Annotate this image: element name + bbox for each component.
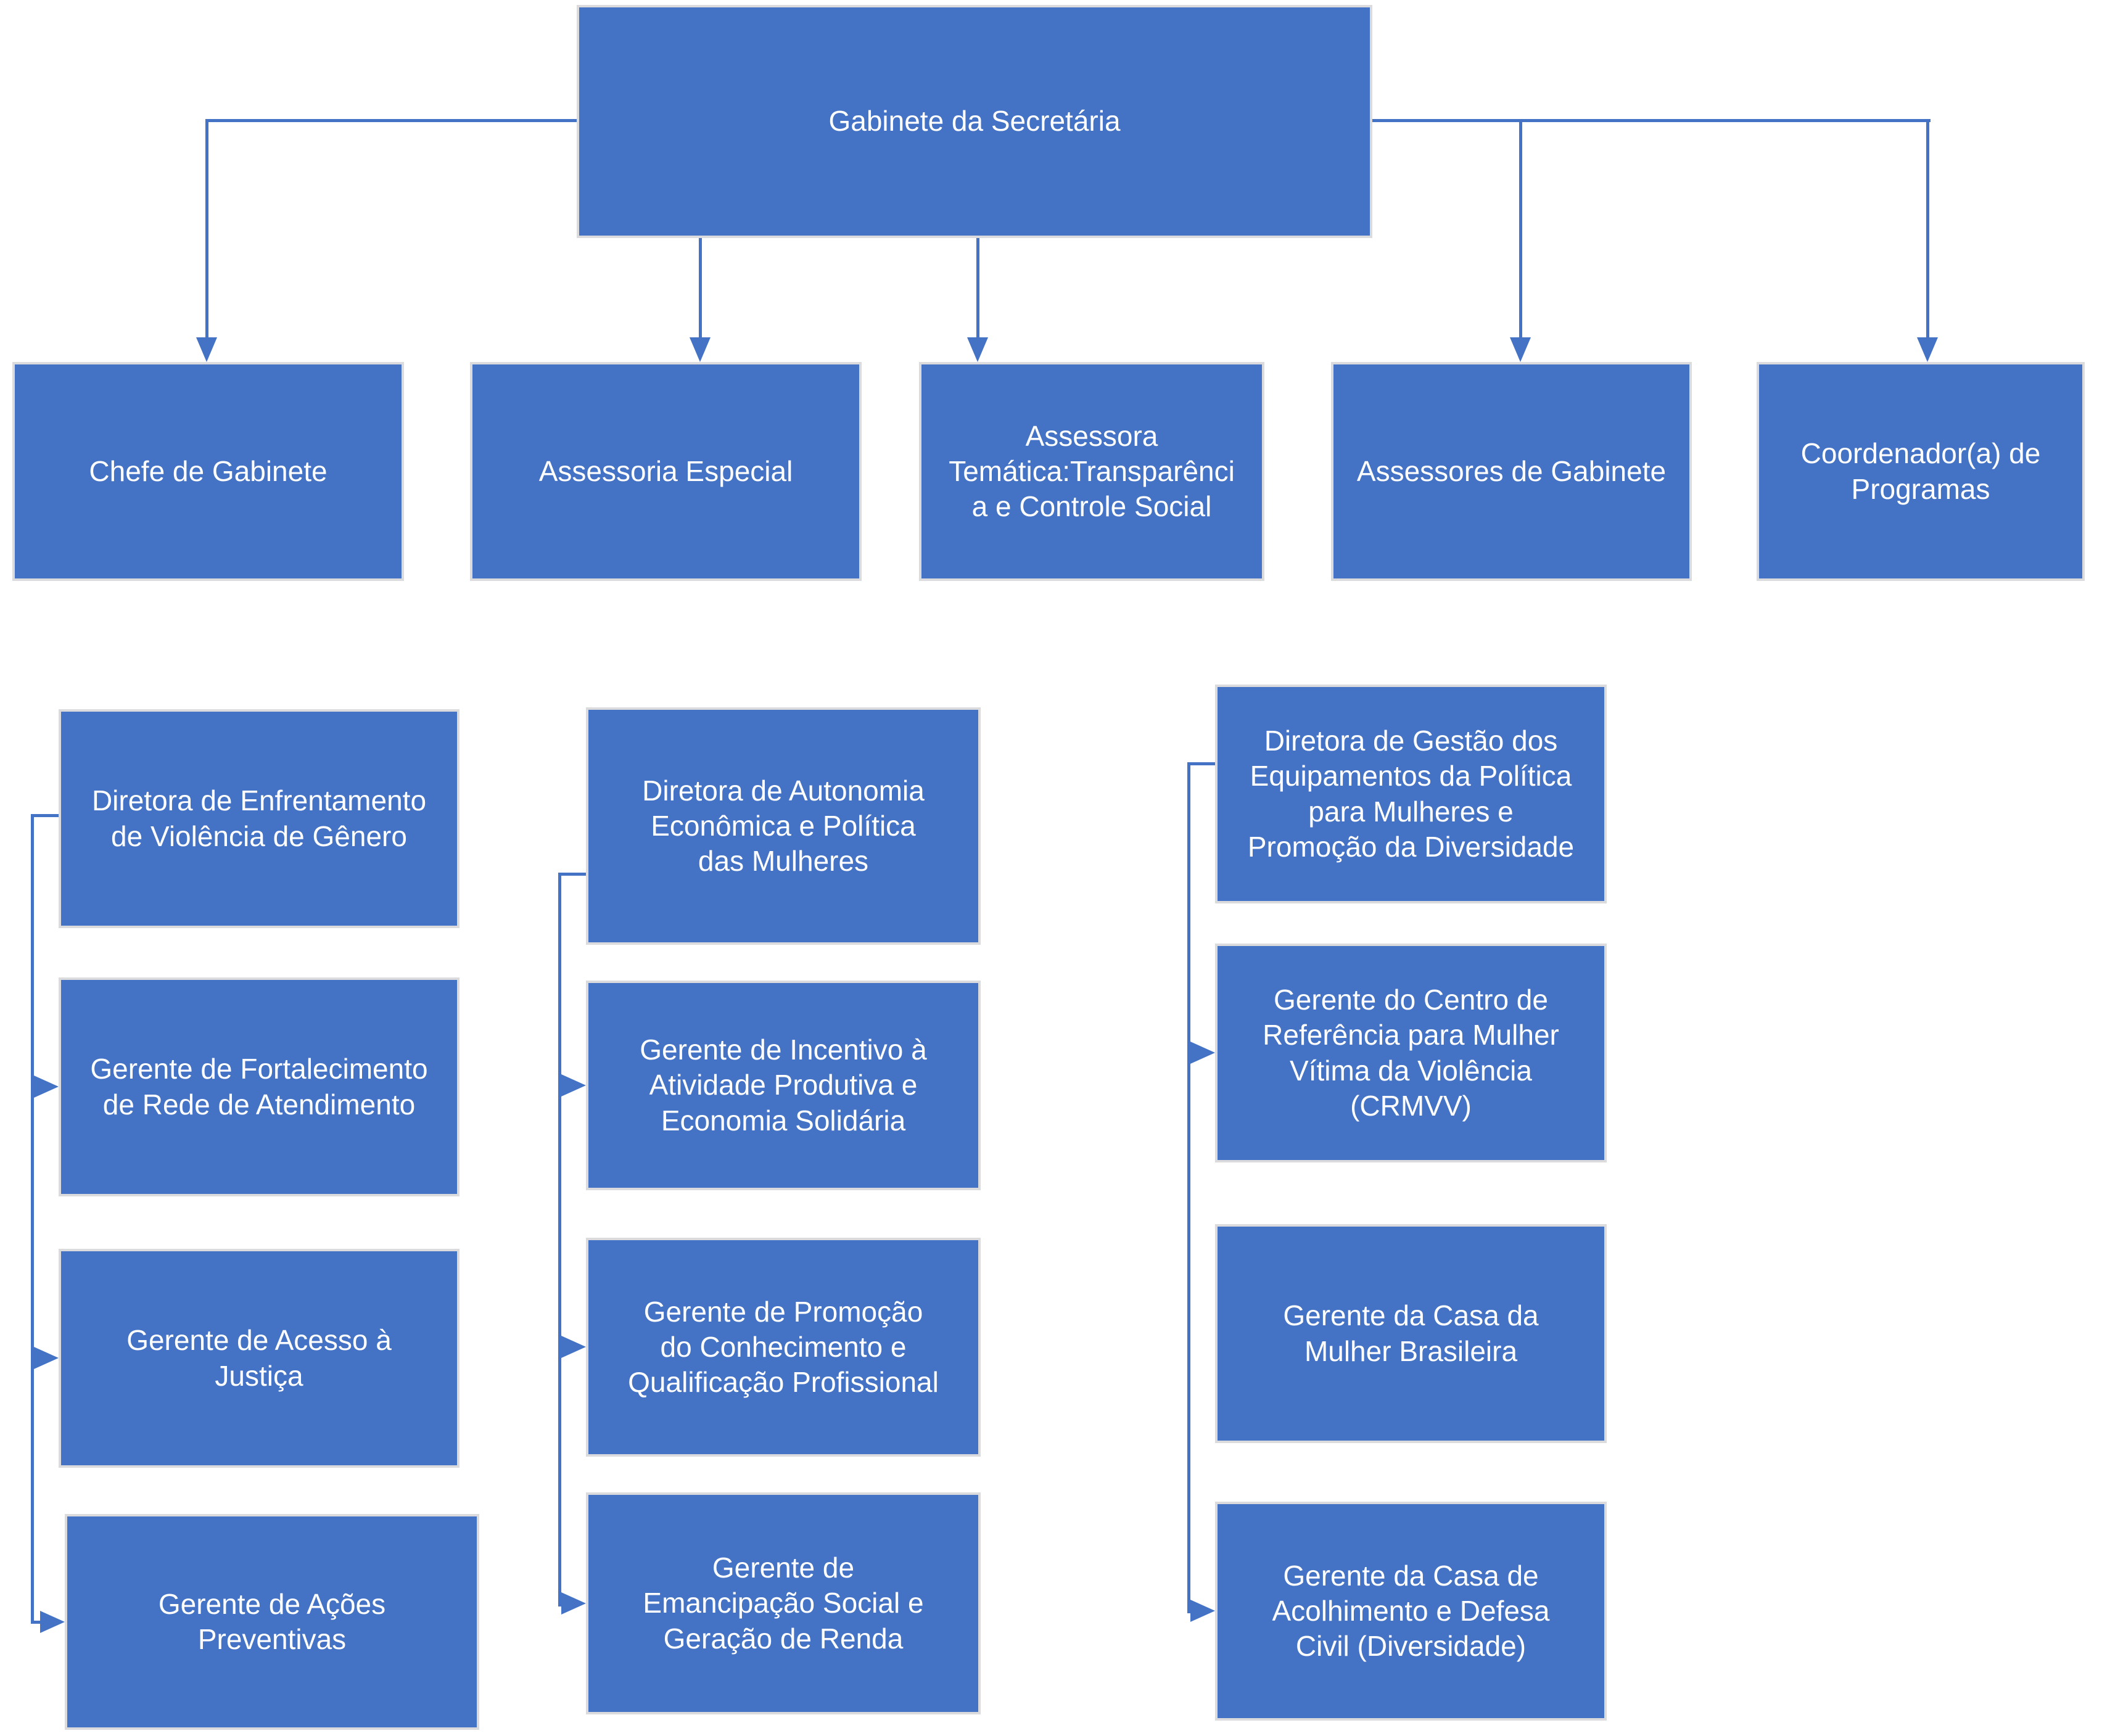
connector-group2-trunk [558, 873, 561, 1606]
org-box-label: Gerente de Promoção do Conhecimento e Qu… [628, 1295, 939, 1399]
connector-drop-coordenador-de-programas [1926, 119, 1929, 338]
org-box-gerente-acesso-justica: Gerente de Acesso à Justiça [59, 1249, 460, 1468]
connector-group3-trunk [1187, 762, 1190, 1613]
org-box-label: Gerente de Incentivo à Atividade Produti… [640, 1034, 927, 1137]
connector-root-right-horizontal [1372, 119, 1931, 122]
arrowhead-down-icon [196, 337, 217, 362]
org-box-label: Gerente da Casa de Acolhimento e Defesa … [1272, 1559, 1550, 1663]
arrowhead-down-icon [1510, 337, 1531, 362]
org-box-label: Gerente de Fortalecimento de Rede de Ate… [90, 1053, 428, 1121]
org-box-label: Gerente da Casa da Mulher Brasileira [1283, 1299, 1539, 1367]
connector-group3-head-stub [1187, 762, 1215, 765]
org-box-label: Assessores de Gabinete [1356, 455, 1667, 487]
connector-drop-assessores-de-gabinete [1519, 119, 1522, 338]
org-box-gerente-acoes-preventivas: Gerente de Ações Preventivas [65, 1514, 479, 1730]
arrowhead-right-icon [40, 1611, 65, 1633]
org-box-label: Gerente de Acesso à Justiça [126, 1324, 392, 1392]
connector-drop-chefe-de-gabinete [205, 119, 208, 338]
arrowhead-right-icon [1190, 1600, 1215, 1622]
org-box-gerente-casa-mulher-brasileira: Gerente da Casa da Mulher Brasileira [1215, 1224, 1607, 1443]
org-box-diretora-gestao-equipamentos: Diretora de Gestão dos Equipamentos da P… [1215, 685, 1607, 903]
org-box-label: Assessora Temática:Transparênci a e Cont… [949, 419, 1235, 523]
arrowhead-right-icon [561, 1592, 586, 1615]
org-box-gerente-fortalecimento-rede: Gerente de Fortalecimento de Rede de Ate… [59, 977, 460, 1196]
arrowhead-right-icon [561, 1074, 586, 1096]
org-box-gerente-crmvv: Gerente do Centro de Referência para Mul… [1215, 944, 1607, 1162]
org-box-label: Gerente de Emancipação Social e Geração … [643, 1552, 924, 1655]
org-box-coordenador-de-programas: Coordenador(a) de Programas [1757, 362, 2085, 581]
org-box-chefe-de-gabinete: Chefe de Gabinete [12, 362, 404, 581]
arrowhead-right-icon [34, 1076, 59, 1098]
connector-group1-branch3 [31, 1621, 43, 1624]
connector-drop-assessora-tematica [976, 238, 979, 338]
org-box-label: Assessoria Especial [538, 455, 793, 487]
org-box-gerente-incentivo-atividade-produtiva: Gerente de Incentivo à Atividade Produti… [586, 981, 981, 1190]
org-box-label: Diretora de Gestão dos Equipamentos da P… [1247, 725, 1575, 863]
connector-drop-assessoria-especial [699, 238, 702, 338]
org-box-label: Gerente do Centro de Referência para Mul… [1263, 984, 1559, 1122]
org-box-assessores-de-gabinete: Assessores de Gabinete [1331, 362, 1692, 581]
arrowhead-down-icon [690, 337, 711, 362]
arrowhead-right-icon [1190, 1042, 1215, 1064]
org-box-label: Chefe de Gabinete [89, 455, 328, 487]
org-box-gerente-promocao-conhecimento: Gerente de Promoção do Conhecimento e Qu… [586, 1238, 981, 1457]
connector-root-left-horizontal [207, 119, 577, 122]
org-box-gerente-casa-acolhimento: Gerente da Casa de Acolhimento e Defesa … [1215, 1502, 1607, 1721]
org-box-label: Coordenador(a) de Programas [1800, 437, 2041, 505]
org-box-diretora-enfrentamento-violencia: Diretora de Enfrentamento de Violência d… [59, 709, 460, 928]
arrowhead-down-icon [1917, 337, 1938, 362]
arrowhead-right-icon [34, 1347, 59, 1369]
arrowhead-down-icon [967, 337, 988, 362]
org-box-label: Gerente de Ações Preventivas [158, 1587, 386, 1655]
org-box-assessora-tematica: Assessora Temática:Transparênci a e Cont… [919, 362, 1264, 581]
connector-group1-trunk [31, 814, 34, 1623]
org-box-assessoria-especial: Assessoria Especial [470, 362, 862, 581]
org-box-label: Diretora de Autonomia Econômica e Políti… [642, 774, 925, 878]
org-box-gerente-emancipacao-social: Gerente de Emancipação Social e Geração … [586, 1492, 981, 1714]
org-box-gabinete-da-secretaria: Gabinete da Secretária [577, 5, 1372, 238]
connector-group1-head-stub [31, 814, 59, 817]
arrowhead-right-icon [561, 1336, 586, 1358]
connector-group2-head-stub [558, 873, 586, 876]
org-box-label: Gabinete da Secretária [828, 105, 1121, 138]
org-box-diretora-autonomia-economica: Diretora de Autonomia Econômica e Políti… [586, 707, 981, 945]
org-box-label: Diretora de Enfrentamento de Violência d… [91, 784, 427, 852]
